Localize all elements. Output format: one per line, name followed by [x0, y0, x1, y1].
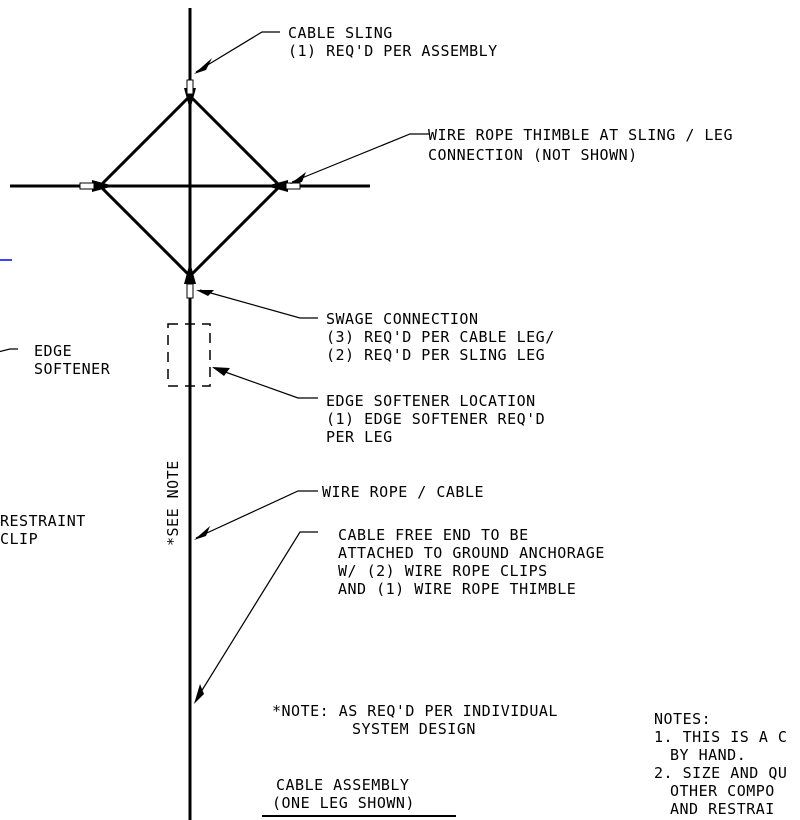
wire-rope-label: WIRE ROPE / CABLE	[322, 483, 484, 501]
thimble-sub: CONNECTION (NOT SHOWN)	[428, 146, 638, 164]
edge-softener-box	[167, 323, 211, 387]
edge-softener-label: EDGE	[34, 342, 72, 360]
notes-line-5: AND RESTRAI	[670, 800, 775, 818]
restraint-clip-label-2: CLIP	[0, 530, 38, 548]
swage-label: SWAGE CONNECTION	[326, 310, 479, 328]
notes-heading: NOTES:	[654, 710, 711, 728]
notes-line-4: OTHER COMPO	[670, 782, 775, 800]
swage-qty-cable: (3) REQ'D PER CABLE LEG/	[326, 328, 555, 346]
free-end-line-2: ATTACHED TO GROUND ANCHORAGE	[338, 544, 605, 562]
cable-sling-qty: (1) REQ'D PER ASSEMBLY	[288, 42, 498, 60]
note-line-2: SYSTEM DESIGN	[352, 720, 476, 738]
notes-line-1: 1. THIS IS A C	[654, 728, 787, 746]
swage-qty-sling: (2) REQ'D PER SLING LEG	[326, 346, 545, 364]
restraint-clip-label: RESTRAINT	[0, 512, 86, 530]
notes-line-3: 2. SIZE AND QU	[654, 764, 787, 782]
softener-location-qty: (1) EDGE SOFTENER REQ'D	[326, 410, 545, 428]
notes-line-2: BY HAND.	[670, 746, 746, 764]
leader-arrowheads	[194, 58, 306, 704]
free-end-line-4: AND (1) WIRE ROPE THIMBLE	[338, 580, 576, 598]
free-end-line-3: W/ (2) WIRE ROPE CLIPS	[338, 562, 548, 580]
note-line-1: *NOTE: AS REQ'D PER INDIVIDUAL	[272, 702, 558, 720]
free-end-line-1: CABLE FREE END TO BE	[338, 526, 529, 544]
see-note-label: *SEE NOTE	[164, 460, 182, 546]
softener-location-per: PER LEG	[326, 428, 393, 446]
leader-lines	[0, 31, 430, 701]
softener-location-label: EDGE SOFTENER LOCATION	[326, 392, 536, 410]
title-line-1: CABLE ASSEMBLY	[276, 776, 409, 794]
thimble-label: WIRE ROPE THIMBLE AT SLING / LEG	[428, 126, 733, 144]
edge-softener-label-2: SOFTENER	[34, 360, 111, 378]
title-line-2: (ONE LEG SHOWN)	[272, 794, 415, 812]
cable-sling-label: CABLE SLING	[288, 24, 393, 42]
thimble-nodes	[79, 79, 301, 299]
